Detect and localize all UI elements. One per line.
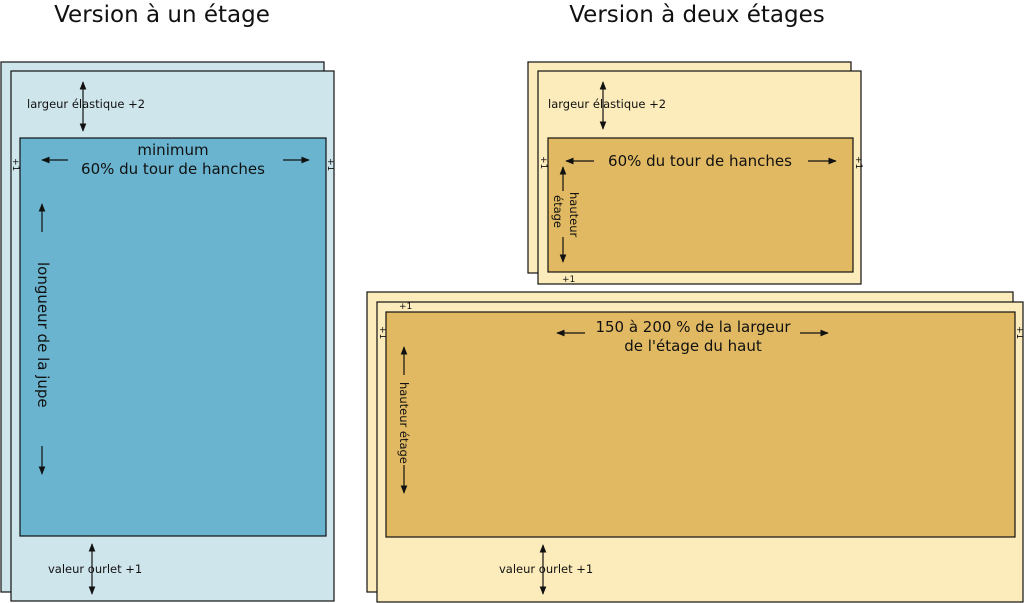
top-seam-allowance-left: +1 (538, 156, 548, 169)
bottom-seam-allowance-right: +1 (1014, 326, 1024, 339)
elastic-allowance-label: largeur élastique +2 (27, 97, 145, 111)
seam-allowance-left: +1 (10, 158, 20, 171)
title-one-tier: Version à un étage (54, 2, 270, 28)
top-seam-allowance-right: +1 (853, 156, 863, 169)
bottom-width-label-2: de l'étage du haut (624, 337, 762, 355)
top-tier-piece (547, 137, 854, 273)
hem-allowance-label: valeur ourlet +1 (48, 562, 142, 576)
skirt-piece (19, 137, 327, 537)
bottom-tier-piece (385, 311, 1016, 538)
bottom-seam-allowance-left: +1 (377, 326, 387, 339)
top-width-label: 60% du tour de hanches (608, 152, 792, 170)
seam-allowance-right: +1 (325, 158, 335, 171)
title-two-tier: Version à deux étages (569, 2, 825, 28)
bottom-height-label: hauteur étage (397, 382, 411, 464)
top-height-label-2: étage (551, 195, 565, 228)
two-tier-bottom-panel: +1 150 à 200 % de la largeur de l'étage … (366, 291, 1024, 603)
two-tier-top-panel: largeur élastique +2 60% du tour de hanc… (527, 61, 863, 285)
width-label: 60% du tour de hanches (81, 160, 265, 178)
skirt-length-label: longueur de la jupe (34, 262, 52, 408)
bottom-width-label: 150 à 200 % de la largeur (595, 318, 791, 336)
one-tier-panel: largeur élastique +2 minimum 60% du tour… (0, 61, 335, 602)
top-height-label: hauteur (567, 192, 581, 237)
width-minimum-label: minimum (137, 141, 208, 159)
top-bottom-seam-allowance: +1 (562, 275, 575, 285)
bottom-hem-allowance-label: valeur ourlet +1 (499, 562, 593, 576)
bottom-top-seam-allowance: +1 (399, 302, 412, 312)
top-elastic-allowance-label: largeur élastique +2 (548, 97, 666, 111)
